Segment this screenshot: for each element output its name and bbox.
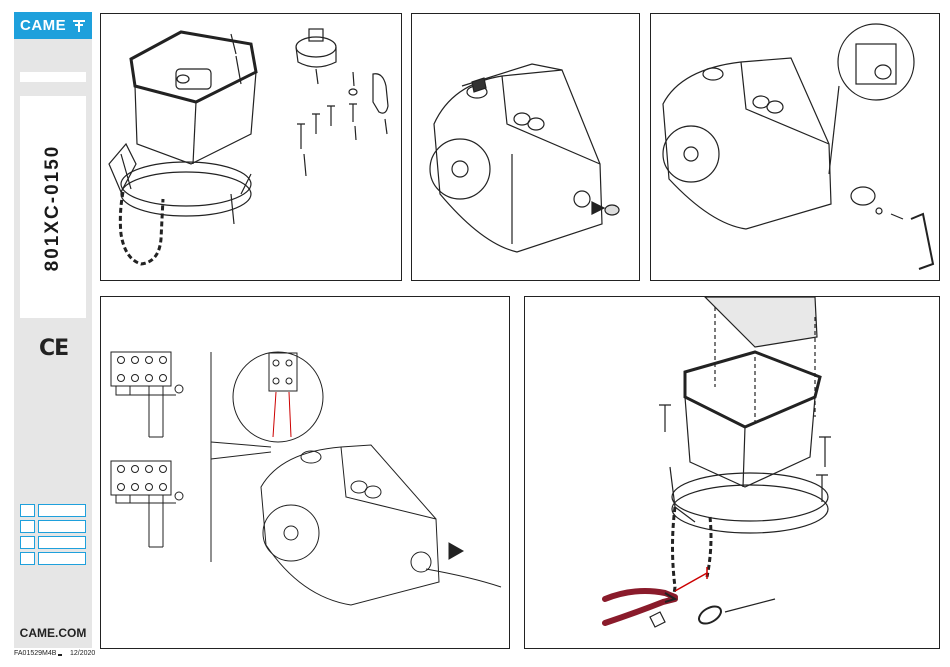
panel-remove-cap [411, 13, 640, 281]
ce-mark-icon: CE [39, 336, 68, 361]
motor-components-illustration [101, 14, 403, 282]
doc-code: FA01529M4B [14, 650, 56, 657]
came-logo: CAME [14, 12, 92, 39]
panel-release-key-install [650, 13, 940, 281]
language-row [20, 552, 86, 565]
chain-mounting-illustration [525, 297, 941, 650]
website-label: CAME.COM [14, 620, 92, 646]
panel-chain-mounting [524, 296, 940, 649]
release-key-illustration [651, 14, 941, 282]
footer-separator [58, 654, 62, 656]
doc-date: 12/2020 [70, 650, 95, 657]
language-row [20, 536, 86, 549]
panel-electrical-connection [100, 296, 510, 649]
language-row [20, 520, 86, 533]
came-logo-icon [72, 19, 86, 33]
panel-unpack-components [100, 13, 402, 281]
remove-cap-illustration [412, 14, 641, 282]
product-code: 801XC-0150 [42, 145, 64, 272]
sidebar-blank-bar [20, 72, 86, 82]
electrical-connection-illustration [101, 297, 511, 650]
language-row [20, 504, 86, 517]
logo-text: CAME [20, 17, 66, 34]
